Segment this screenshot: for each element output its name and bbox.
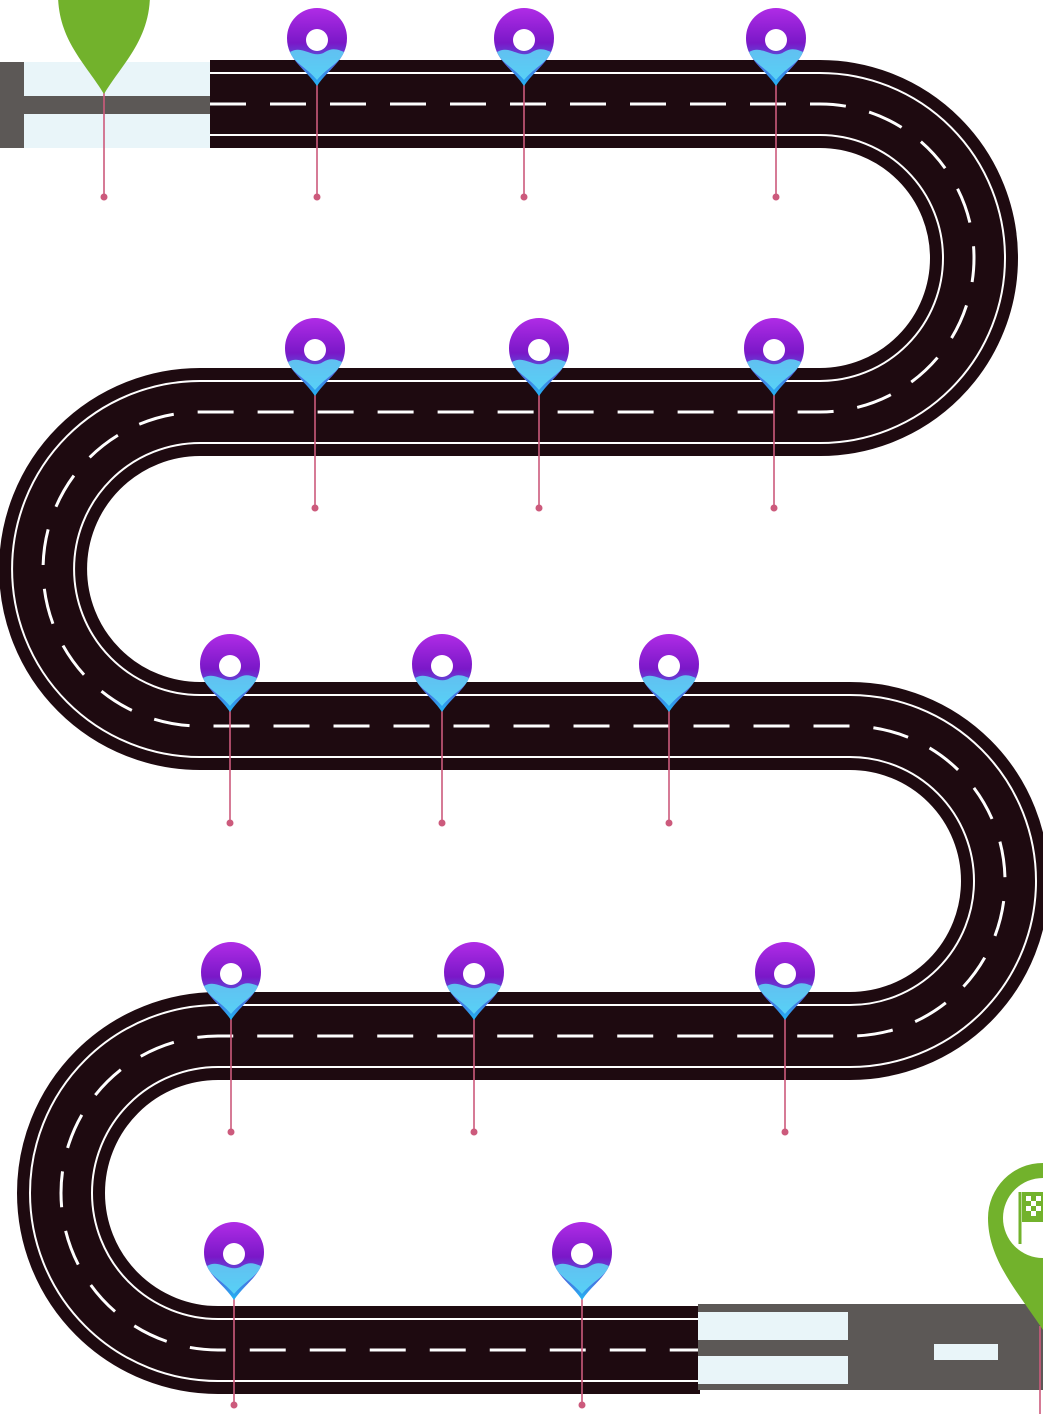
pin-center-hole bbox=[765, 29, 787, 51]
milestone-leader-dot bbox=[228, 1129, 235, 1136]
milestone-leader-dot bbox=[782, 1129, 789, 1136]
pin-center-hole bbox=[763, 339, 785, 361]
pin-center-hole bbox=[219, 655, 241, 677]
pin-center-hole bbox=[306, 29, 328, 51]
pin-center-hole bbox=[513, 29, 535, 51]
milestone-leader-dot bbox=[666, 820, 673, 827]
milestone-leader-dot bbox=[773, 194, 780, 201]
milestone-leader-dot bbox=[314, 194, 321, 201]
milestone-leader-dot bbox=[231, 1402, 238, 1409]
pin-center-hole bbox=[223, 1243, 245, 1265]
pin-center-hole bbox=[571, 1243, 593, 1265]
pin-center-hole bbox=[774, 963, 796, 985]
start-lane-stripe bbox=[24, 96, 210, 114]
milestone-leader-dot bbox=[521, 194, 528, 201]
pin-center-hole bbox=[528, 339, 550, 361]
finish-lane-stripe bbox=[934, 1344, 998, 1360]
pin-center-hole bbox=[658, 655, 680, 677]
start-leader-dot bbox=[101, 194, 108, 201]
start-road-end-cap bbox=[0, 62, 24, 148]
milestone-leader-dot bbox=[536, 505, 543, 512]
pin-center-hole bbox=[431, 655, 453, 677]
finish-crossing-bar bbox=[698, 1356, 848, 1384]
milestone-leader-dot bbox=[579, 1402, 586, 1409]
milestone-leader-dot bbox=[312, 505, 319, 512]
finish-approach-road bbox=[698, 1304, 1043, 1390]
milestone-leader-dot bbox=[771, 505, 778, 512]
pin-center-hole bbox=[220, 963, 242, 985]
milestone-leader-dot bbox=[471, 1129, 478, 1136]
pin-center-hole bbox=[304, 339, 326, 361]
milestone-leader-dot bbox=[439, 820, 446, 827]
pin-center-hole bbox=[463, 963, 485, 985]
winding-road bbox=[43, 104, 1005, 1350]
finish-crossing-bar bbox=[698, 1312, 848, 1340]
milestone-leader-dot bbox=[227, 820, 234, 827]
